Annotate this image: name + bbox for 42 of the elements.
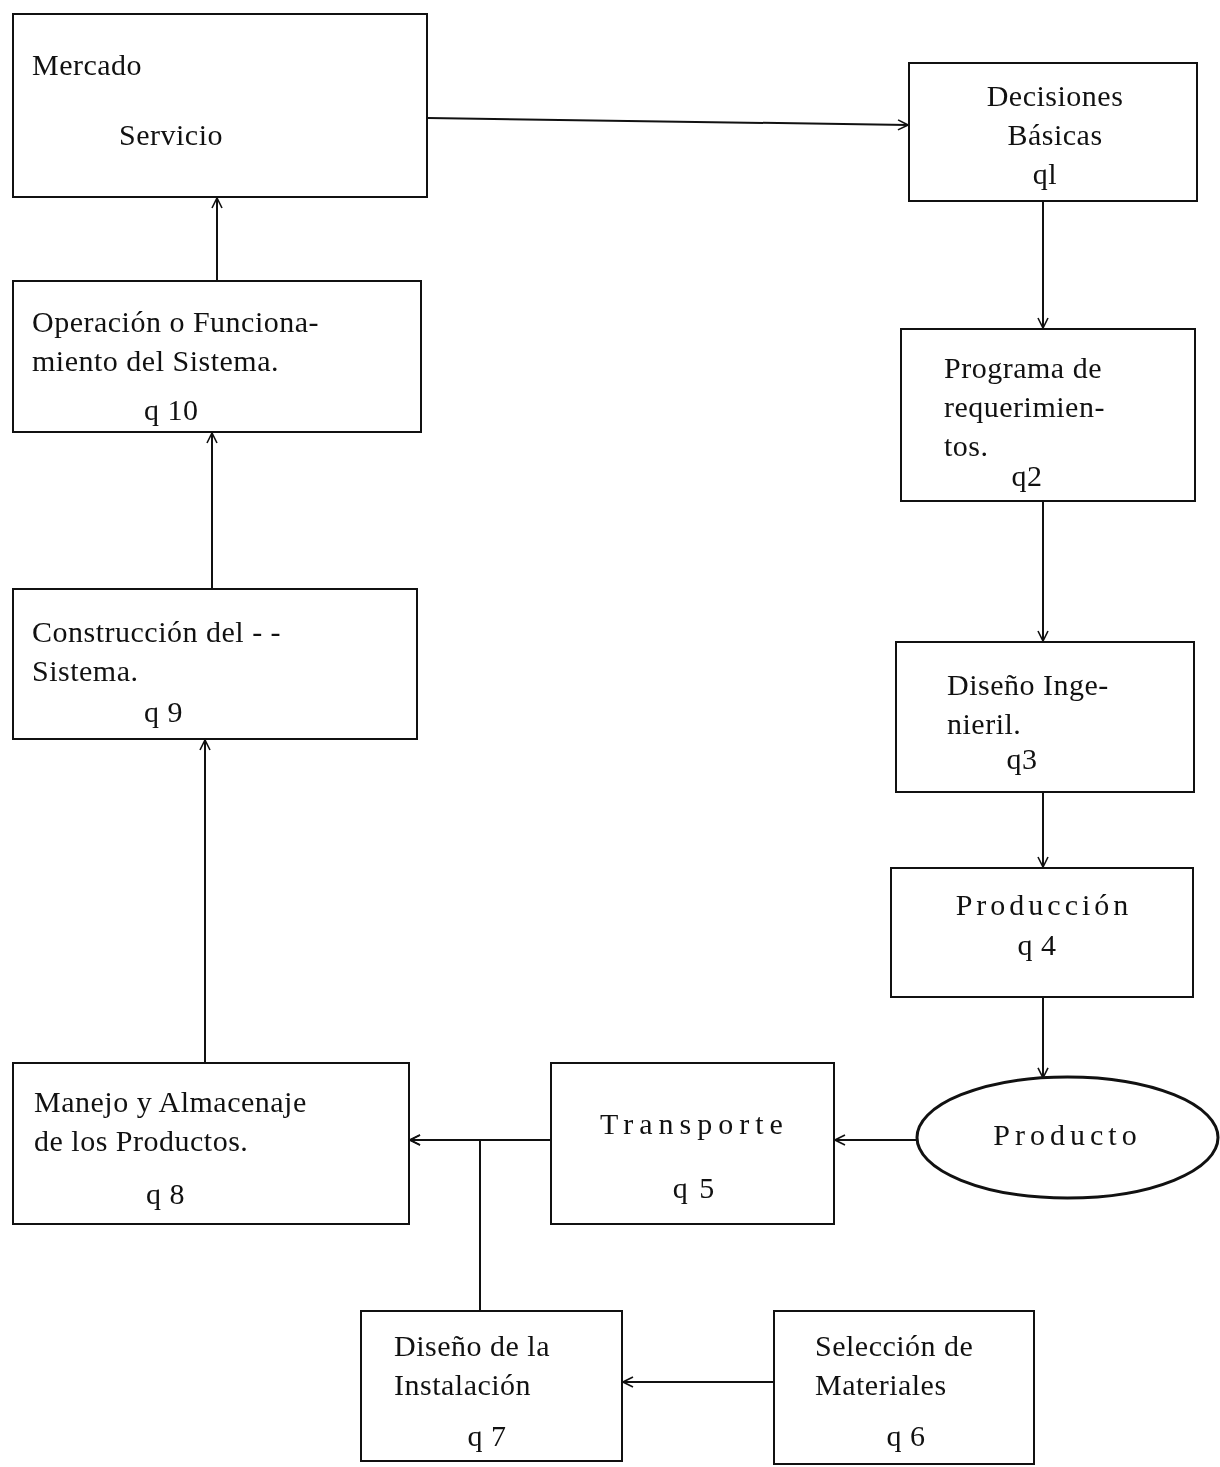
box-label: Diseño de la Instalación (394, 1328, 551, 1403)
process-box (12, 588, 418, 740)
arrow (199, 739, 211, 1063)
box-label: Diseño Inge- nieril. (947, 667, 1110, 742)
box-label: Producción (954, 887, 1134, 923)
process-box (550, 1062, 835, 1225)
arrow (206, 432, 218, 589)
arrow (427, 117, 909, 131)
box-code: ql (1031, 156, 1059, 192)
process-box (360, 1310, 623, 1462)
box-label: Selección de Materiales (815, 1328, 975, 1403)
arrow (409, 1134, 481, 1311)
process-box (12, 280, 422, 433)
box-code: q 6 (885, 1418, 927, 1454)
process-box (900, 328, 1196, 502)
process-box (773, 1310, 1035, 1465)
box-code: q 8 (146, 1176, 186, 1212)
box-code: q 9 (144, 694, 184, 730)
box-code: q 4 (1016, 927, 1058, 963)
process-box (12, 1062, 410, 1225)
process-box (895, 641, 1195, 793)
arrow (622, 1376, 774, 1388)
process-box (890, 867, 1194, 998)
box-label: Operación o Funciona- miento del Sistema. (32, 304, 321, 379)
arrow (1037, 201, 1049, 329)
box-label: Manejo y Almacenaje de los Productos. (34, 1084, 308, 1159)
box-label: Construcción del - - Sistema. (32, 614, 283, 689)
arrow (1037, 792, 1049, 868)
box-label: Producto (992, 1117, 1143, 1153)
box-label: Mercado (32, 47, 144, 83)
arrow (211, 197, 223, 281)
arrow (1037, 997, 1049, 1079)
ellipse-shape (915, 1075, 1220, 1200)
box-code: q 10 (144, 392, 200, 428)
arrow (1037, 501, 1049, 642)
box-code: Servicio (119, 117, 224, 153)
box-code: q 7 (466, 1418, 508, 1454)
box-code: q3 (1005, 741, 1039, 777)
process-box (12, 13, 428, 198)
box-label: Transporte (599, 1106, 790, 1142)
process-box (908, 62, 1198, 202)
box-code: q 5 (671, 1170, 718, 1206)
